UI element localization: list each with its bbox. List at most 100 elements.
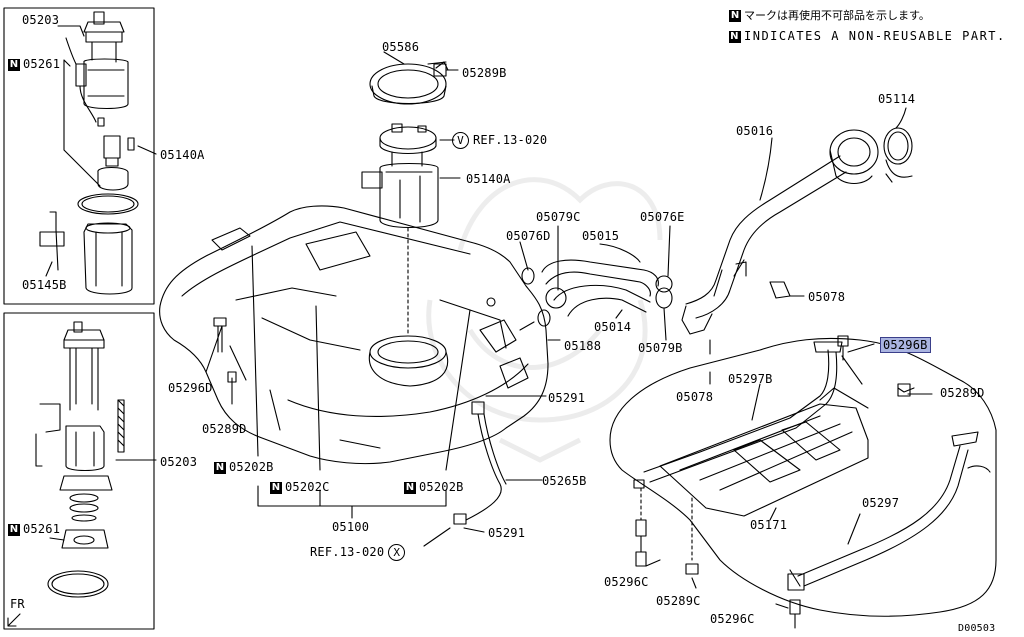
fuel-tank <box>159 205 549 465</box>
part-callout-05140aa: 05140A <box>160 148 205 162</box>
part-number: 05261 <box>23 522 61 536</box>
part-callout-05078a: 05078 <box>808 290 845 304</box>
part-callout-05078b: 05078 <box>676 390 713 404</box>
part-callout-05079c: 05079C <box>536 210 581 224</box>
part-number: 05145B <box>22 278 67 292</box>
fr-arrow <box>7 613 21 627</box>
part-number: 05015 <box>582 229 620 243</box>
non-reusable-icon: N <box>729 30 741 43</box>
non-reusable-icon: N <box>729 10 741 22</box>
part-number: 05297B <box>728 372 773 386</box>
part-callout-05291a: 05291 <box>548 391 585 405</box>
pump-module-bottom-inset <box>35 321 125 598</box>
part-callout-05297b: 05297B <box>728 372 773 386</box>
part-callout-05014: 05014 <box>594 320 631 334</box>
part-number: 05078 <box>808 290 846 304</box>
part-number: 05202C <box>285 480 330 494</box>
fuel-cap <box>883 127 913 183</box>
part-number: 05140A <box>160 148 205 162</box>
inset-frame-bottom <box>3 312 155 630</box>
part-callout-05296cb: 05296C <box>710 612 755 626</box>
non-reusable-icon: N <box>270 481 282 494</box>
part-number: 05078 <box>676 390 714 404</box>
part-number: 05289B <box>462 66 507 80</box>
filler-hoses <box>521 259 673 327</box>
part-number: 05076E <box>640 210 685 224</box>
part-callout-05140ab: 05140A <box>466 172 511 186</box>
drawing-code: D00503 <box>958 623 996 634</box>
part-callout-05203a: 05203 <box>22 13 59 27</box>
part-number: 05202B <box>229 460 274 474</box>
pump-module-top-inset <box>39 11 139 295</box>
part-number: 05289D <box>202 422 247 436</box>
part-number: 05261 <box>23 57 61 71</box>
part-number: 05586 <box>382 40 420 54</box>
part-callout-05188: 05188 <box>564 339 601 353</box>
part-number: 05171 <box>750 518 788 532</box>
part-number: 05289C <box>656 594 701 608</box>
part-callout-05296da: 05296D <box>168 381 213 395</box>
part-number: 05079B <box>638 341 683 355</box>
part-callout-05289db: 05289D <box>202 422 247 436</box>
non-reusable-icon: N <box>404 481 416 494</box>
part-callout-05114: 05114 <box>878 92 915 106</box>
reference-text: REF.13-020 <box>310 545 385 559</box>
part-callout-05076e: 05076E <box>640 210 685 224</box>
part-callout-05296b: 05296B <box>880 337 931 353</box>
part-number: 05291 <box>488 526 526 540</box>
part-number: 05296C <box>710 612 755 626</box>
part-number: 05289D <box>940 386 985 400</box>
part-callout-05265b: 05265B <box>542 474 587 488</box>
part-number: 05203 <box>160 455 198 469</box>
part-number: 05016 <box>736 124 774 138</box>
reference-text: REF.13-020 <box>473 133 548 147</box>
part-callout-05171: 05171 <box>750 518 787 532</box>
part-number: 05079C <box>536 210 581 224</box>
part-callout-05291b: 05291 <box>488 526 525 540</box>
filler-neck <box>681 129 879 355</box>
part-number: 05202B <box>419 480 464 494</box>
part-number: 05291 <box>548 391 586 405</box>
part-callout-05100: 05100 <box>332 520 369 534</box>
watermark-seal <box>426 177 663 463</box>
part-callout-05203b: 05203 <box>160 455 197 469</box>
part-number: 05014 <box>594 320 632 334</box>
reference-circle-icon: X <box>388 544 406 561</box>
part-callout-05076d: 05076D <box>506 229 551 243</box>
fuel-pump-module <box>361 61 449 337</box>
reference-refv: V REF.13-020 <box>452 132 551 149</box>
legend-jp-text: マークは再使用不可部品を示します。 <box>744 9 930 22</box>
part-number: 05296D <box>168 381 213 395</box>
part-callout-05079b: 05079B <box>638 341 683 355</box>
part-callout-05297: 05297 <box>862 496 899 510</box>
tank-protector <box>609 337 997 617</box>
part-number: 05297 <box>862 496 900 510</box>
part-callout-05586: 05586 <box>382 40 419 54</box>
part-number: 05265B <box>542 474 587 488</box>
vent-valve-05291 <box>453 401 507 525</box>
reference-circle-icon: V <box>452 132 469 149</box>
part-number: 05100 <box>332 520 370 534</box>
non-reusable-icon: N <box>8 58 20 71</box>
part-callout-05296ca: 05296C <box>604 575 649 589</box>
part-number: 05296C <box>604 575 649 589</box>
part-number: 05076D <box>506 229 551 243</box>
fr-label: FR <box>10 597 25 611</box>
non-reusable-icon: N <box>8 523 20 536</box>
part-callout-05145b: 05145B <box>22 278 67 292</box>
part-number: 05296B <box>883 338 928 352</box>
part-callout-05289c: 05289C <box>656 594 701 608</box>
part-number: 05188 <box>564 339 602 353</box>
part-callout-05015: 05015 <box>582 229 619 243</box>
non-reusable-icon: N <box>214 461 226 474</box>
part-number: 05114 <box>878 92 916 106</box>
